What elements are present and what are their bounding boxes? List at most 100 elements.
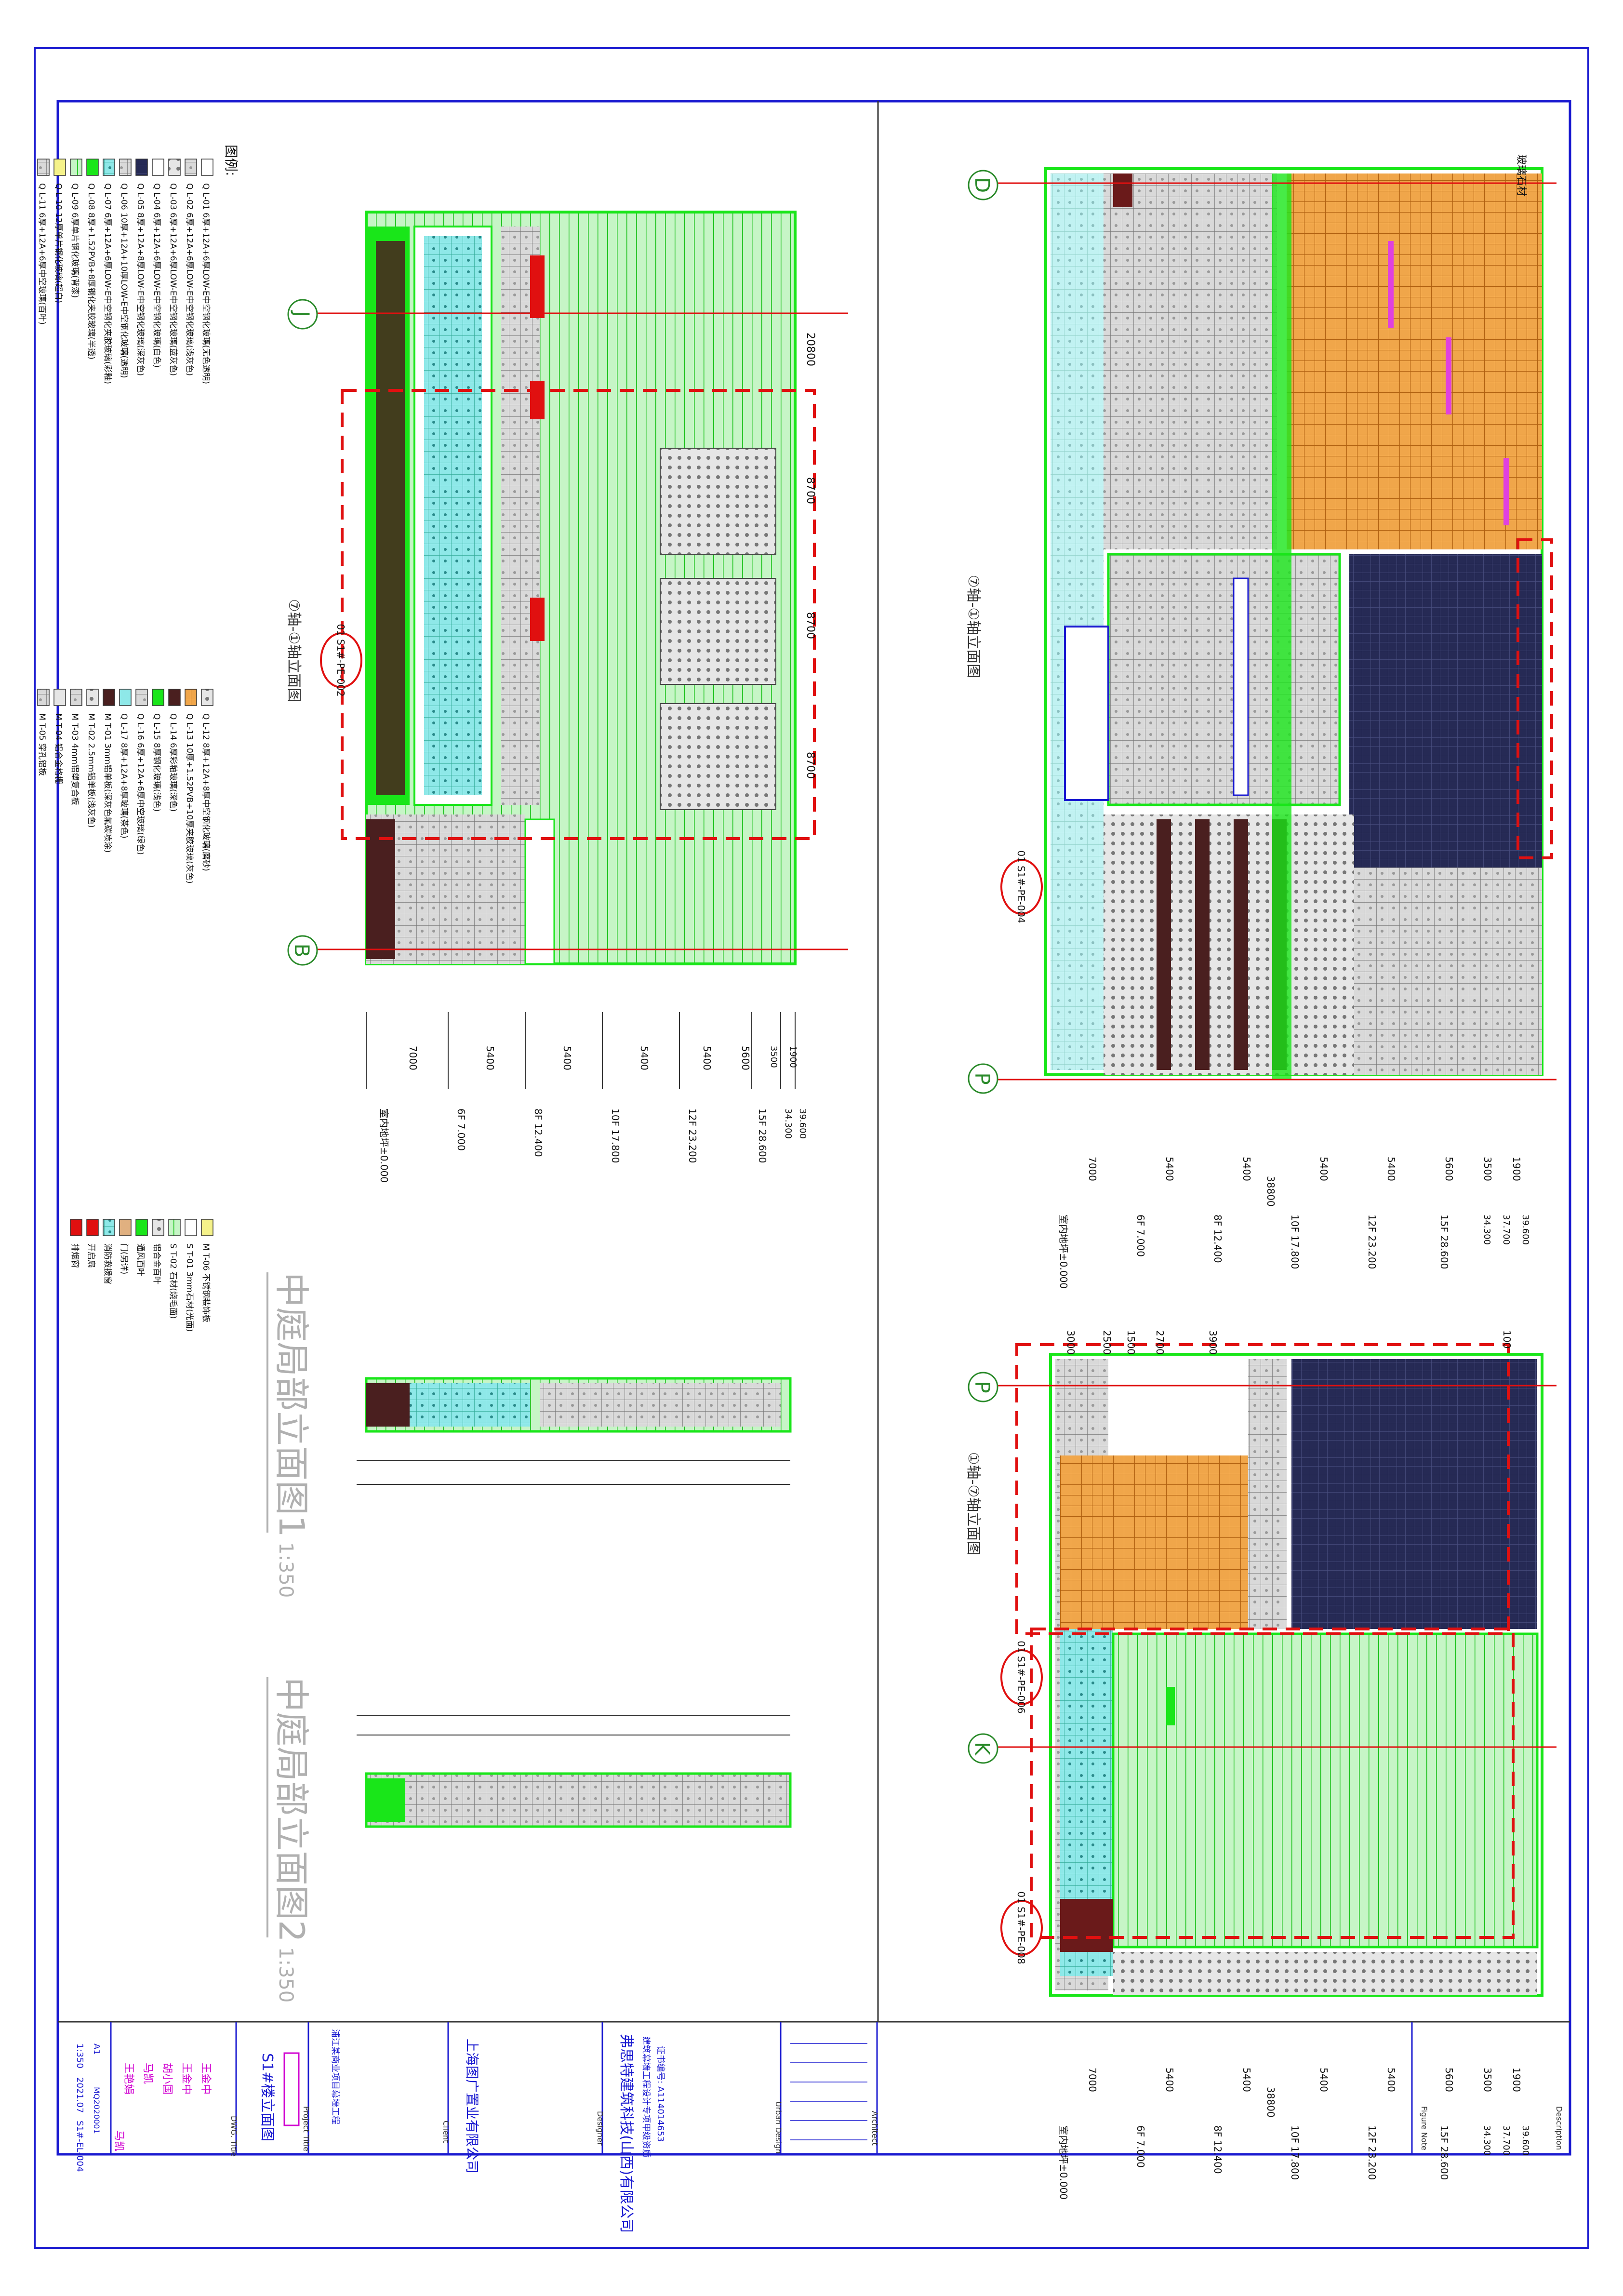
dim-left-6: 3500 [769,1046,779,1068]
legend-swatch-mt-05 [37,689,50,706]
legend-label-ql-10: Q L-10 12厚单片钢化玻璃(超白) [53,183,63,303]
dim-rt-1: 5400 [1164,1157,1175,1181]
legend-swatch-mt-03 [70,689,82,706]
level-rt-8: 39.600 [1520,1215,1530,1245]
drawing-title: S1#楼立面图 [259,2053,276,2141]
project-no: MQ2020001 [92,2087,101,2134]
legend-label-sy-03: 排烟窗 [70,1243,80,1268]
label-urban: Urban Design [774,2101,783,2154]
legend-swatch-ql-12 [201,689,213,706]
elevation-right-bottom: P K 01 S1#-PE-006 01 S1#-PE-008 ①轴-⑦轴立面图… [965,1330,1556,2200]
level-left-6: 34.300 [783,1108,793,1139]
legend-swatch-mt-01 [103,689,115,706]
level-rb-0: 室内地坪±0.000 [1058,2125,1069,2200]
elevation-left: J B 01 S1#-PE-002 ⑦轴-①轴立面图 20800 8700 87… [285,211,848,1183]
axis-bubble-d [968,170,998,200]
legend-swatch-ql-11 [37,159,50,176]
level-rt-7: 37.700 [1501,1215,1511,1245]
legend-swatch-sy-03 [70,1219,82,1236]
dim-rb-3: 5400 [1318,2068,1330,2092]
dim-rb-4: 5400 [1385,2068,1397,2092]
elevation-left-dim: 20800 [804,333,816,366]
dim-rt-4: 5400 [1385,1157,1397,1181]
dim-rb-0: 7000 [1087,2068,1098,2092]
legend-label-ql-17: Q L-17 8厚+12A+8厚玻璃(茶色) [119,713,129,839]
legend-swatch-ql-07 [103,159,115,176]
dim-left-4: 5400 [701,1046,713,1070]
dim-rb-top-16: 100 [1501,1330,1513,1348]
level-marks-left [366,1012,796,1089]
dim-total-right-top: 38800 [1265,1176,1277,1207]
dim-rb-1: 5400 [1164,2068,1175,2092]
level-left-8: 39.600 [798,1108,808,1139]
section-ref-left-text: 01 S1#-PE-002 [335,624,346,696]
axis-bubble-j [287,299,318,330]
label-figure-note: Figure Note [1420,2106,1429,2150]
legend-label-mt-01: M T-01 3mm铝单板(深灰色氟碳喷涂) [103,713,112,853]
dim-rb-top-1: 2500 [1101,1330,1113,1355]
level-rb-2: 8F 12.400 [1212,2125,1224,2174]
dim-total-right-bottom: 38800 [1265,2087,1277,2118]
legend-label-st-01: S T-01 3mm石材(光面) [185,1243,194,1332]
legend-swatch-ql-05 [135,159,148,176]
outer-border [34,47,1589,2249]
legend-label-sy-02: 开启扇 [86,1243,96,1268]
section-ref-right-top [1000,859,1043,915]
dim-left-0: 7000 [407,1046,419,1070]
side-label: 玻璃石材 [1515,154,1527,197]
level-left-4: 12F 23.200 [687,1108,698,1163]
dim-left-1: 5400 [484,1046,496,1070]
legend-label-ql-05: Q L-05 8厚+12A+8厚LOW-E中空钢化玻璃(深灰色) [135,183,145,376]
person-6: 马凯 [113,2130,125,2151]
level-rb-5: 15F 28.600 [1438,2125,1450,2180]
dim-left-3: 5400 [639,1046,650,1070]
legend-label-ql-02: Q L-02 6厚+12A+6厚LOW-E中空钢化玻璃(浅灰色) [185,183,194,376]
elevation-right-top: D P 01 S1#-PE-004 ⑦轴-①轴立面图 玻璃石材 38800 70… [965,154,1556,1289]
legend-label-mt-06: M T-06 不锈钢装饰板 [201,1243,211,1322]
legend-swatch-vt-01 [135,1219,148,1236]
axis-bubble-p-top [968,1063,998,1094]
axis-bubble-k [968,1733,998,1764]
label-project: Project Title [302,2106,311,2151]
title-block: 弗思特建筑科技(山西)有限公司 建筑幕墙工程设计专项甲级资质 证书编号: A11… [75,2022,1564,2233]
axis-label-k: K [971,1742,994,1756]
company-name: 弗思特建筑科技(山西)有限公司 [618,2034,635,2233]
legend-swatch-st-02 [168,1219,181,1236]
dim-rb-7: 1900 [1511,2068,1522,2092]
date-value: 2021.07 [75,2077,85,2113]
person-2: 王金中 [200,2063,212,2095]
legend-swatch-ql-06 [119,159,132,176]
legend-swatch-lv-01 [152,1219,164,1236]
elevation-left-dim-4: 8700 [804,752,816,779]
stamp-box [283,2052,300,2126]
legend-label-ql-14: Q L-14 6厚彩釉玻璃(深色) [168,713,178,812]
dim-rb-2: 5400 [1241,2068,1252,2092]
legend-swatch-ql-02 [185,159,197,176]
legend-label-ql-13: Q L-13 10厚+1.52PVB+10厚夹胶玻璃(灰色) [185,713,194,884]
legend-label-ql-15: Q L-15 8厚钢化玻璃(浅色) [152,713,161,812]
elevation-left-dim-2: 8700 [804,477,816,504]
axis-bubble-b [287,935,318,966]
dim-left-7: 1900 [788,1046,798,1068]
partial-2-scale: 1:350 [275,1947,297,2002]
legend-swatch-ql-14 [168,689,181,706]
project-name: 浦江某商业项目幕墙工程 [330,2029,340,2124]
dim-rb-top-0: 3000 [1065,1330,1077,1355]
level-left-1: 6F 7.000 [455,1108,467,1151]
legend-swatch-ql-09 [70,159,82,176]
legend-label-ql-07: Q L-07 6厚+12A+6厚LOW-E中空钢化夹胶玻璃(彩釉) [103,183,112,384]
level-left-2: 8F 12.400 [532,1108,544,1157]
label-designer: Designer [596,2111,605,2146]
section-ref-rb-2 [1000,1900,1043,1956]
level-rt-1: 6F 7.000 [1135,1215,1146,1257]
size-value: A1 [92,2043,102,2055]
legend-swatch-ql-16 [135,689,148,706]
partial-2-title: 中庭局部立面图2 [271,1677,312,1942]
label-client: Client [441,2121,451,2143]
legend-swatch-mt-04 [53,689,66,706]
legend-label-ql-12: Q L-12 8厚+12A+8厚中空钢化玻璃(磨砂) [201,713,211,871]
level-left-5: 15F 28.600 [757,1108,768,1163]
legend-swatch-sy-02 [86,1219,99,1236]
section-ref-rb-1-text: 01 S1#-PE-006 [1015,1641,1027,1713]
legend-swatch-ql-01 [201,159,213,176]
